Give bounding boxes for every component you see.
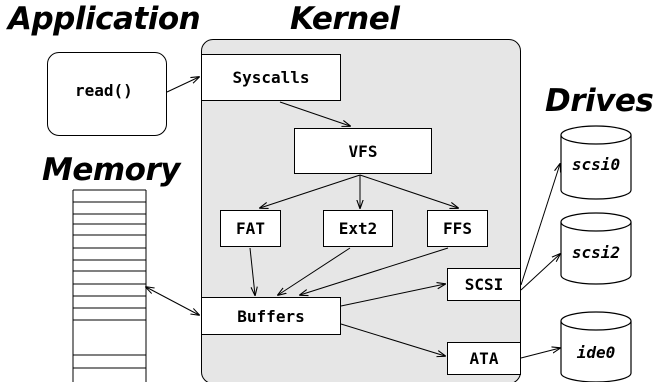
drive-ide0-cylinder	[560, 311, 632, 382]
memory-heading: Memory	[42, 152, 180, 188]
syscalls-box: Syscalls	[201, 54, 341, 101]
arrow-ata-to-ide0	[520, 348, 560, 359]
arrow-memory-buffers	[146, 287, 199, 315]
arrow-fat-to-buffers	[249, 247, 255, 295]
kernel-heading: Kernel	[290, 1, 400, 37]
application-heading: Application	[8, 1, 201, 37]
arrow-scsi-to-scsi2	[520, 254, 560, 291]
application-box	[47, 52, 167, 136]
read-call-label: read()	[75, 81, 133, 100]
drive-label-scsi0: scsi0	[571, 155, 621, 174]
arrow-buffers-to-scsi	[340, 284, 445, 307]
arrow-vfs-to-ffs	[359, 174, 458, 208]
drive-scsi0-cylinder	[560, 125, 632, 200]
arrow-read-to-syscalls	[166, 77, 199, 93]
drive-label-ide0: ide0	[576, 343, 616, 362]
drive-label-scsi2: scsi2	[571, 243, 621, 262]
arrow-ext2-to-buffers	[278, 247, 351, 295]
arrow-syscalls-to-vfs	[279, 101, 350, 126]
arrow-ffs-to-buffers	[300, 247, 449, 295]
drives-heading: Drives	[545, 83, 654, 119]
fat-box: FAT	[220, 210, 281, 247]
arrow-buffers-to-ata	[340, 323, 445, 356]
ffs-box: FFS	[427, 210, 488, 247]
scsi-box: SCSI	[447, 268, 521, 301]
ata-box: ATA	[447, 342, 521, 375]
ext2-box: Ext2	[323, 210, 393, 247]
drive-scsi2-cylinder	[560, 212, 632, 285]
arrow-scsi-to-scsi0	[520, 164, 560, 286]
arrow-vfs-to-fat	[260, 174, 361, 208]
buffers-box: Buffers	[201, 297, 341, 335]
vfs-box: VFS	[294, 128, 432, 174]
